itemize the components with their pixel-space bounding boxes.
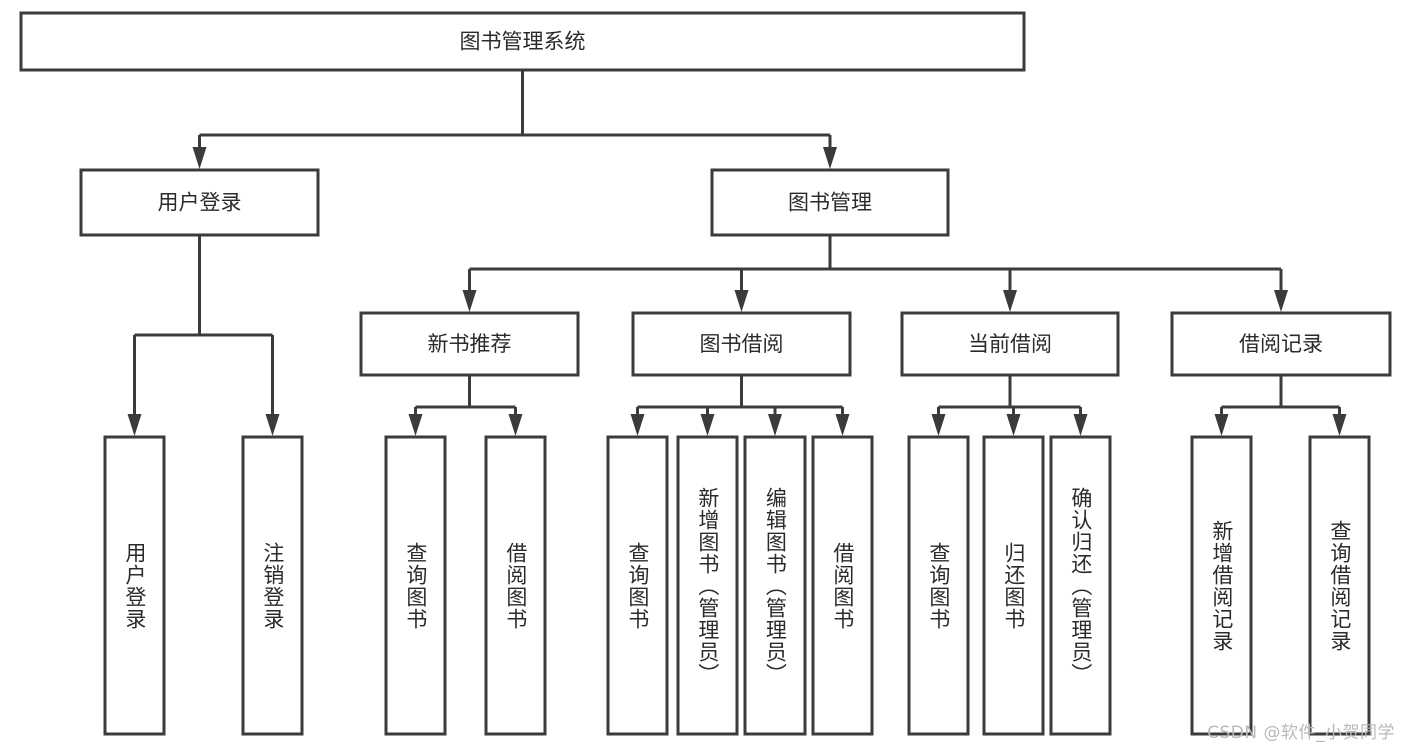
node-label-root: 图书管理系统 [460, 30, 586, 54]
arrow-head-icon [408, 414, 423, 436]
edge-new-book-rec-bus [408, 375, 523, 436]
node-box-borrow-record[interactable] [1170, 311, 1392, 377]
node-box-leaf-query-record[interactable] [1308, 435, 1371, 736]
node-box-leaf-confirm-return[interactable] [1049, 435, 1112, 736]
node-box-leaf-query-book-cur[interactable] [907, 435, 970, 736]
node-box-layer [19, 11, 1392, 736]
arrow-head-icon [835, 414, 850, 436]
arrow-head-icon [1003, 290, 1017, 312]
node-box-leaf-query-book-borrow[interactable] [606, 435, 669, 736]
watermark-text: CSDN @软件_小贺同学 [1207, 723, 1395, 743]
arrow-head-icon [1073, 414, 1088, 436]
edge-root-bus [192, 70, 837, 169]
arrow-head-icon [931, 414, 946, 436]
arrow-head-icon [630, 414, 645, 436]
arrow-head-icon [700, 414, 715, 436]
arrow-head-icon [1332, 414, 1347, 436]
edge-current-borrow-bus [931, 375, 1088, 436]
arrow-head-icon [1006, 414, 1021, 436]
node-box-leaf-user-logout[interactable] [241, 435, 304, 736]
node-box-book-manage[interactable] [710, 168, 950, 237]
arrow-head-icon [508, 414, 523, 436]
node-box-current-borrow[interactable] [900, 311, 1120, 377]
node-box-root[interactable] [19, 11, 1026, 72]
arrow-head-icon [265, 414, 280, 436]
node-label-current-borrow: 当前借阅 [968, 332, 1052, 356]
edge-user-login-bus [127, 235, 280, 436]
node-box-new-book-rec[interactable] [359, 311, 580, 377]
node-box-user-login[interactable] [79, 168, 320, 237]
node-box-leaf-borrow-book-rec[interactable] [484, 435, 547, 736]
arrow-head-icon [127, 414, 142, 436]
node-box-leaf-edit-book[interactable] [743, 435, 807, 736]
node-box-leaf-add-book[interactable] [676, 435, 739, 736]
node-box-book-borrow[interactable] [631, 311, 852, 377]
node-label-new-book-rec: 新书推荐 [428, 332, 512, 356]
node-label-user-login: 用户登录 [158, 191, 242, 215]
arrow-head-icon [1214, 414, 1229, 436]
node-label-borrow-record: 借阅记录 [1239, 332, 1323, 356]
node-label-book-borrow: 图书借阅 [700, 332, 784, 356]
edge-book-manage-bus [462, 235, 1288, 312]
node-box-leaf-add-record[interactable] [1190, 435, 1253, 736]
node-box-leaf-user-login[interactable] [103, 435, 166, 736]
edge-book-borrow-bus [630, 375, 850, 436]
arrow-head-icon [462, 290, 477, 312]
node-box-leaf-query-book-rec[interactable] [384, 435, 447, 736]
arrow-head-icon [192, 147, 207, 169]
edge-borrow-record-bus [1214, 375, 1347, 436]
arrow-head-icon [768, 414, 782, 436]
node-label-book-manage: 图书管理 [788, 191, 872, 215]
arrow-head-icon [734, 290, 749, 312]
arrow-head-icon [1274, 290, 1288, 312]
node-box-leaf-return-book[interactable] [982, 435, 1045, 736]
connector-layer [127, 70, 1347, 436]
node-box-leaf-borrow-book[interactable] [811, 435, 874, 736]
arrow-head-icon [823, 147, 837, 169]
